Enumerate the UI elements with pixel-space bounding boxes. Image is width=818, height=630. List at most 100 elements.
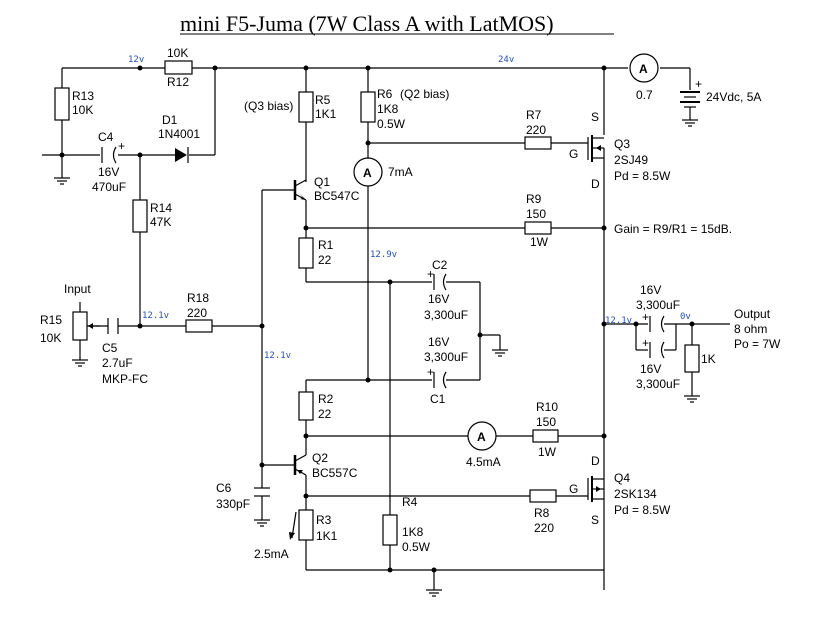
label-r4-name: R4 (402, 495, 418, 509)
label-q3-power: Pd = 8.5W (614, 169, 671, 183)
label-r9-name: R9 (526, 192, 542, 206)
label-q3-source: S (591, 110, 599, 124)
label-q4-source: S (591, 513, 599, 527)
label-q4-drain: D (591, 454, 600, 468)
label-r18-name: R18 (187, 291, 209, 305)
ammeter-top (629, 53, 659, 83)
label-r3-name: R3 (316, 513, 332, 527)
resistor-r12 (164, 60, 193, 75)
svg-text:+: + (427, 365, 434, 379)
ammeter-q1 (353, 157, 383, 187)
label-r4-power: 0.5W (402, 540, 431, 554)
resistor-r8 (529, 489, 557, 503)
label-r1-name: R1 (318, 238, 334, 252)
label-r10-name: R10 (536, 400, 558, 414)
label-r10-value: 150 (536, 415, 556, 429)
label-r12-value: 10K (167, 46, 188, 60)
label-c1-value: 3,300uF (424, 350, 468, 364)
label-outcap2-value: 3,300uF (636, 377, 680, 391)
label-c2-value: 3,300uF (424, 308, 468, 322)
mosfet-q4 (587, 476, 604, 502)
label-q1-name: Q1 (314, 175, 330, 189)
label-r6-power: 0.5W (377, 117, 406, 131)
label-outcap1-value: 3,300uF (636, 298, 680, 312)
label-q1-part: BC547C (314, 189, 360, 203)
resistor-r4 (382, 514, 398, 546)
diagram-title: mini F5-Juma (7W Class A with LatMOS) (180, 11, 554, 36)
label-c1-voltage: 16V (428, 335, 449, 349)
resistor-r6 (360, 91, 376, 123)
label-outcap2-voltage: 16V (640, 362, 661, 376)
ammeter-q1-symbol: A (363, 166, 372, 180)
resistor-r2 (298, 391, 314, 421)
node-label-12v: 12v (128, 55, 144, 65)
label-r-1k: 1K (701, 352, 716, 366)
resistor-r9 (524, 221, 552, 235)
label-input: Input (64, 282, 91, 296)
label-r13-value: 10K (72, 103, 93, 117)
label-c4-voltage: 16V (98, 165, 119, 179)
label-r14-name: R14 (150, 201, 172, 215)
diode-d1 (175, 147, 189, 163)
label-r12-name: R12 (167, 75, 189, 89)
label-c5-type: MKP-FC (102, 372, 148, 386)
resistor-r13 (54, 87, 70, 121)
label-q4-part: 2SK134 (614, 487, 657, 501)
resistors (54, 60, 700, 546)
node-label-12-1v-output: 12.1v (605, 316, 632, 326)
label-r9-power: 1W (530, 235, 549, 249)
label-r15-value: 10K (40, 331, 61, 345)
node-label-24v: 24v (498, 55, 514, 65)
label-r5-name: R5 (315, 93, 331, 107)
label-r4-value: 1K8 (402, 525, 424, 539)
label-outcap1-voltage: 16V (640, 283, 661, 297)
svg-text:+: + (695, 77, 702, 91)
label-r5-value: 1K1 (315, 107, 337, 121)
label-gain: Gain = R9/R1 = 15dB. (614, 222, 732, 236)
ammeter-q1-reading: 7mA (388, 165, 413, 179)
resistor-r5 (298, 91, 314, 123)
label-c2-voltage: 16V (428, 292, 449, 306)
junction-dots (59, 65, 695, 573)
current-arrow-r3 (289, 511, 297, 540)
label-r2-value: 22 (318, 407, 332, 421)
resistor-r18 (185, 319, 213, 333)
transistor-q2 (293, 454, 307, 476)
label-c6-name: C6 (216, 481, 232, 495)
potentiometer-r15 (72, 311, 88, 341)
label-r14-value: 47K (150, 215, 171, 229)
svg-text:+: + (642, 310, 649, 324)
label-r2-name: R2 (318, 392, 334, 406)
label-r10-power: 1W (538, 445, 557, 459)
label-r6-note: (Q2 bias) (400, 87, 449, 101)
resistor-r14 (132, 199, 148, 233)
label-d1-part: 1N4001 (158, 127, 200, 141)
label-r3-value: 1K1 (316, 529, 338, 543)
label-r8-value: 220 (534, 521, 554, 535)
ammeter-r10-reading: 4.5mA (466, 455, 501, 469)
label-c4-value: 470uF (92, 180, 126, 194)
label-q3-drain: D (591, 177, 600, 191)
label-c4-name: C4 (98, 130, 114, 144)
node-label-0v: 0v (680, 312, 691, 322)
label-supply: 24Vdc, 5A (706, 90, 761, 104)
node-label-12-1v-input: 12.1v (142, 311, 169, 321)
label-r6-value: 1K8 (377, 102, 399, 116)
svg-text:+: + (118, 139, 125, 153)
resistor-r7 (524, 136, 552, 150)
label-r7-value: 220 (526, 123, 546, 137)
label-q2-name: Q2 (312, 451, 328, 465)
label-r6-name: R6 (377, 87, 393, 101)
label-q4-gate: G (569, 482, 578, 496)
mosfet-q3 (587, 135, 605, 162)
ammeter-top-symbol: A (639, 62, 648, 76)
label-r1-value: 22 (318, 253, 332, 267)
capacitors (101, 146, 665, 497)
label-r3-current: 2.5mA (254, 547, 289, 561)
label-c6-value: 330pF (216, 497, 250, 511)
transistor-q1 (293, 179, 307, 201)
label-q3-part: 2SJ49 (614, 153, 648, 167)
resistor-1k (684, 344, 700, 373)
